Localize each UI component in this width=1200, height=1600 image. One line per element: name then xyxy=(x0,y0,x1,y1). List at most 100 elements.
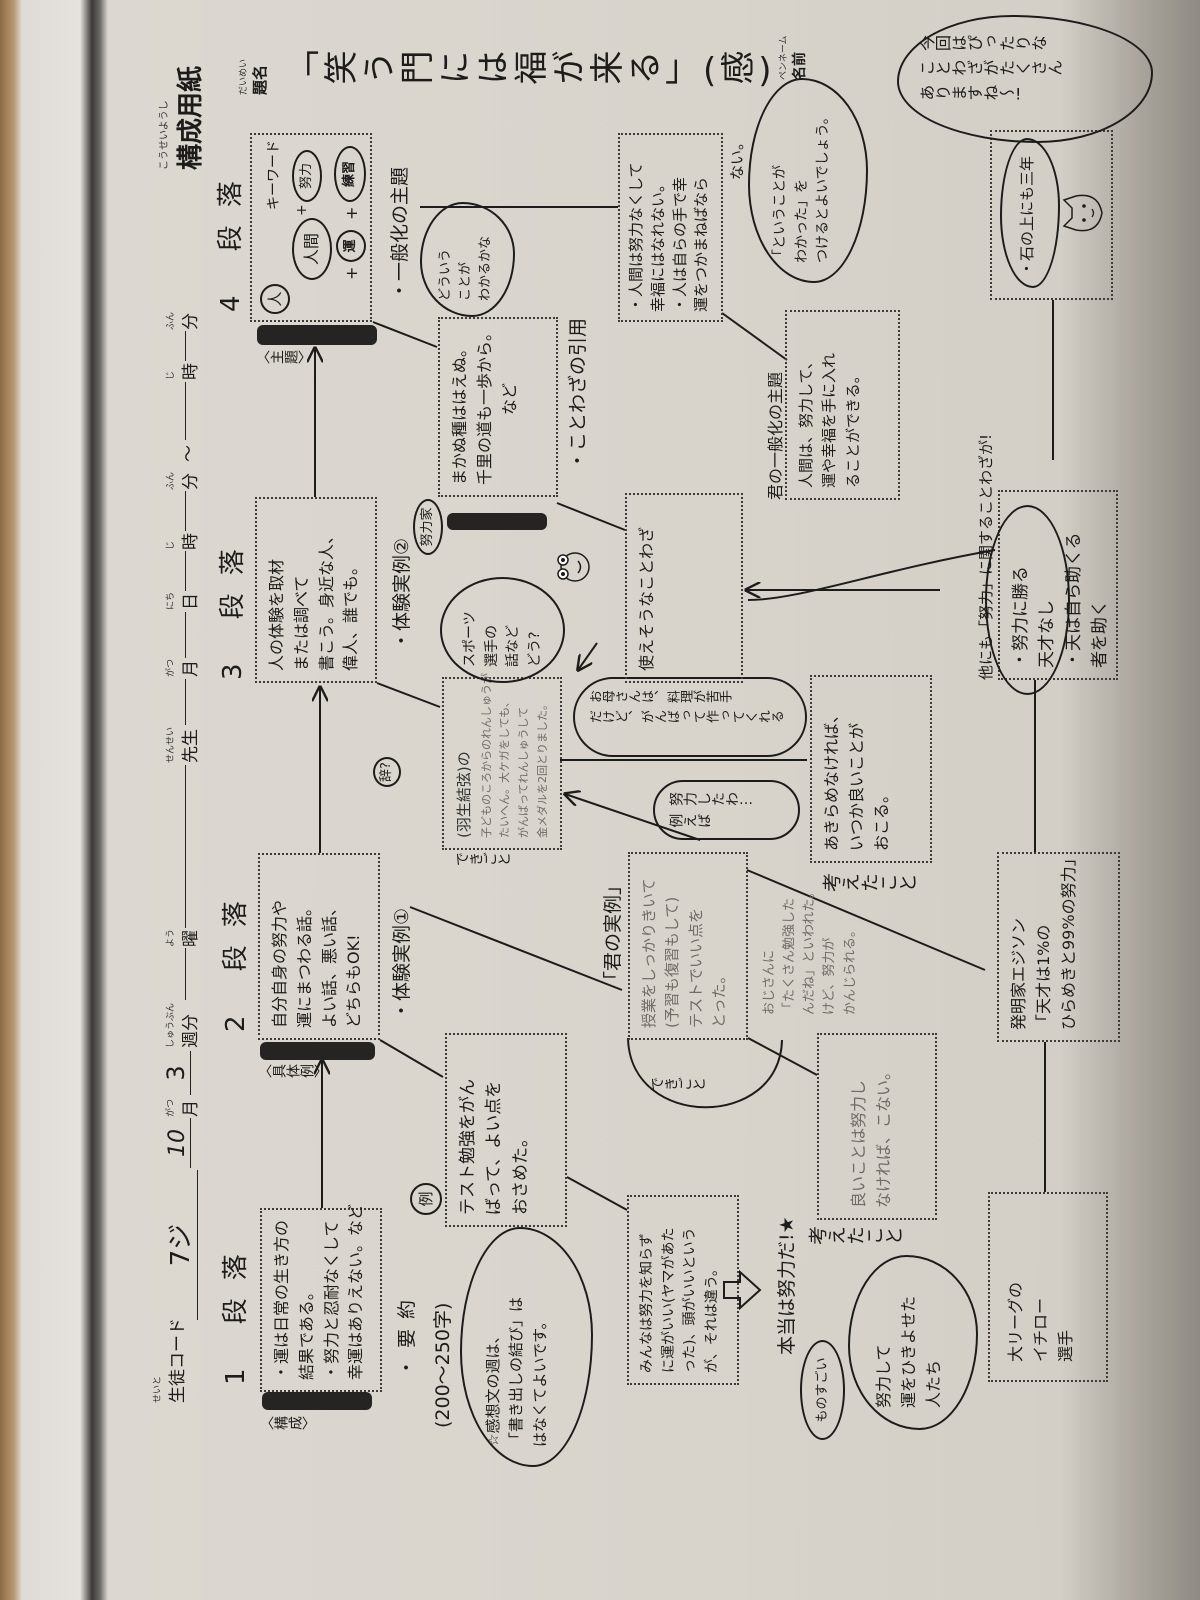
text-line: ・努力と忍耐なくして xyxy=(321,1220,341,1380)
month-value[interactable]: 10 xyxy=(165,1118,191,1168)
plus-sign: + xyxy=(294,204,310,216)
stone-proverb-cloud: ・石の上にも三年 xyxy=(1000,138,1060,288)
ruby: ふん xyxy=(166,471,176,490)
text-line: 大リーグの xyxy=(1006,1281,1025,1362)
text-line: 「天才は1%の xyxy=(1033,924,1053,1030)
paragraph-2-tag: 〈具体例〉 xyxy=(258,1064,328,1080)
week-value[interactable]: 3 xyxy=(162,1051,191,1095)
text-line: テストでいい点を xyxy=(686,907,705,1028)
start-hour-label: じ時 xyxy=(163,533,201,550)
quote-box: まかぬ種ははえぬ。 千里の道も一歩から。 など xyxy=(438,317,558,497)
text-line: ☆感想文の週は、 xyxy=(484,1328,502,1447)
text-line: (予習も復習もして) xyxy=(663,896,682,1028)
ruby: こうせいようし xyxy=(159,100,170,170)
paragraph-2-box: 自分自身の努力や 運にまつわる話。 よい話、悪い話、 どちらもOK! xyxy=(258,853,380,1040)
end-hour-blank[interactable] xyxy=(185,382,186,440)
paragraph-4-box: 人 人間 キーワード + 努力 + 運 + 練習 xyxy=(250,133,372,322)
text-line: 「たくさん勉強した xyxy=(782,897,798,1015)
keyword-effort: 努力 xyxy=(292,150,322,202)
end-min-blank[interactable] xyxy=(185,331,186,361)
event-label: できごと xyxy=(650,1077,706,1093)
paragraph-4-tag: 〈主題〉 xyxy=(256,350,312,366)
stone-proverb-box: ・石の上にも三年 xyxy=(990,130,1113,300)
student-code-field: せいと 生徒コード xyxy=(150,1318,188,1403)
down-arrow-icon xyxy=(723,1270,762,1310)
many-proverbs-cloud: 今回はぴったりな ことわざがたくさん ありますね〜! xyxy=(897,15,1153,143)
usable-proverbs-box[interactable]: 使えそうなことわざ xyxy=(625,493,743,683)
teacher-blank[interactable] xyxy=(185,765,186,928)
text-line: テスト勉強をがん xyxy=(458,1079,478,1215)
label: 曜 xyxy=(181,930,201,947)
text-line: はなくてよいです。 xyxy=(530,1314,549,1447)
text-line: ることができる。 xyxy=(843,368,862,488)
text-line: 使えそうなことわざ xyxy=(637,526,656,671)
person-box: (羽生結弦)の 子どものころからのれんしゅうが たいへん。大ケガをしても、 がん… xyxy=(442,673,562,850)
label: 月 xyxy=(181,1100,201,1117)
ichiro-box: 大リーグの イチロー 選手 xyxy=(988,1192,1108,1382)
student-code-value[interactable]: 7ジ xyxy=(160,1170,198,1320)
giveup-box: あきらめなければ、 いつか良いことが おこる。 xyxy=(810,675,932,863)
summary-char-count: (200〜250字) xyxy=(432,1302,454,1428)
text-line: んだね」といわれた。 xyxy=(802,885,818,1015)
keyword-label: キーワード xyxy=(266,140,282,210)
text-line: みんなは努力を知らず xyxy=(639,1233,655,1373)
date-day-blank[interactable] xyxy=(185,612,186,658)
hardworker-mark: 努力家 xyxy=(413,499,443,555)
date-month-blank[interactable] xyxy=(185,679,186,725)
plus-sign: + xyxy=(342,206,361,220)
weekday-blank[interactable] xyxy=(185,948,186,1000)
text-line: ・人間は努力なくして xyxy=(627,162,645,312)
effort-bubble: 努力したわ… 例えば xyxy=(653,780,800,840)
text-line: った)、頭がいいという xyxy=(682,1227,699,1373)
text-line: ・運は日常の生き方の xyxy=(272,1219,291,1380)
text-line: または調べて xyxy=(291,575,311,671)
ruby: がつ xyxy=(166,658,176,677)
student-code-label: 生徒コード xyxy=(168,1318,188,1403)
connector-quote-usable xyxy=(556,502,626,531)
weekday-label: よう曜 xyxy=(163,929,201,947)
text-line: 発明家エジソン xyxy=(1009,917,1028,1030)
connector-p4-quote xyxy=(372,321,438,348)
thought-box: 良いことは努力し なければ、こない。 xyxy=(817,1033,937,1220)
text-line: よい話、悪い話、 xyxy=(319,899,339,1028)
time-range-tilde: 〜 xyxy=(179,445,199,462)
question-cloud: どういう ことが わかるかな xyxy=(420,202,515,317)
text-line: ひらめきと99%の努力」 xyxy=(1058,850,1078,1030)
connector-theme-your-theme xyxy=(721,312,788,361)
paragraph-1-label: 1 段落 xyxy=(221,1236,251,1385)
paragraph-3-label: 3 段落 xyxy=(218,531,248,680)
connector-lesson-thought xyxy=(747,1037,818,1076)
text-line: ありますね〜! xyxy=(919,84,1022,104)
redaction-bar xyxy=(262,1392,372,1410)
ruby: せんせい xyxy=(166,726,176,763)
text-line: スポーツ xyxy=(462,611,478,667)
loop-event xyxy=(627,1037,783,1109)
text-line: 運にまつわる話。 xyxy=(294,899,314,1028)
text-line: 偉人、誰でも。 xyxy=(341,558,361,671)
arrow-effort-person xyxy=(565,794,701,841)
text-line: けど、努力が xyxy=(822,937,838,1015)
experience-2-label: ・体験実例② xyxy=(391,537,413,650)
start-min-label: ふん分 xyxy=(163,472,201,490)
start-hour-blank[interactable] xyxy=(185,551,186,591)
text-line: 話など xyxy=(505,625,522,667)
ruby: ペンネーム xyxy=(779,35,789,80)
connector-p2-example xyxy=(379,1039,444,1078)
text-line: いつか良いことが xyxy=(846,722,866,851)
penname-label: ペンネーム 名前 xyxy=(776,35,809,80)
label: 分 xyxy=(181,313,201,330)
start-min-blank[interactable] xyxy=(185,491,186,531)
thought-label: 考えたこと xyxy=(822,873,917,895)
plus-sign: + xyxy=(342,266,361,280)
label: 時 xyxy=(181,363,201,380)
your-example-box: 授業をしっかりきいて (予習も復習もして) テストでいい点を とった。 xyxy=(628,852,748,1040)
edison-box: 発明家エジソン 「天才は1%の ひらめきと99%の努力」 xyxy=(997,850,1120,1042)
text-line: だけど、がんばって作ってくれる xyxy=(589,711,784,727)
text-line: 子どものころからのれんしゅうが xyxy=(479,673,493,838)
text-line: あきらめなければ、 xyxy=(822,706,841,851)
text-line: わかった」を xyxy=(793,179,810,263)
theme-value[interactable]: 「笑う門には福が来る」(感) xyxy=(285,51,776,91)
general-theme-label: ・一般化の主題 xyxy=(389,166,411,300)
text-line: 自分自身の努力や xyxy=(270,899,289,1028)
paragraph-1-tag: 〈構成〉 xyxy=(260,1416,316,1432)
